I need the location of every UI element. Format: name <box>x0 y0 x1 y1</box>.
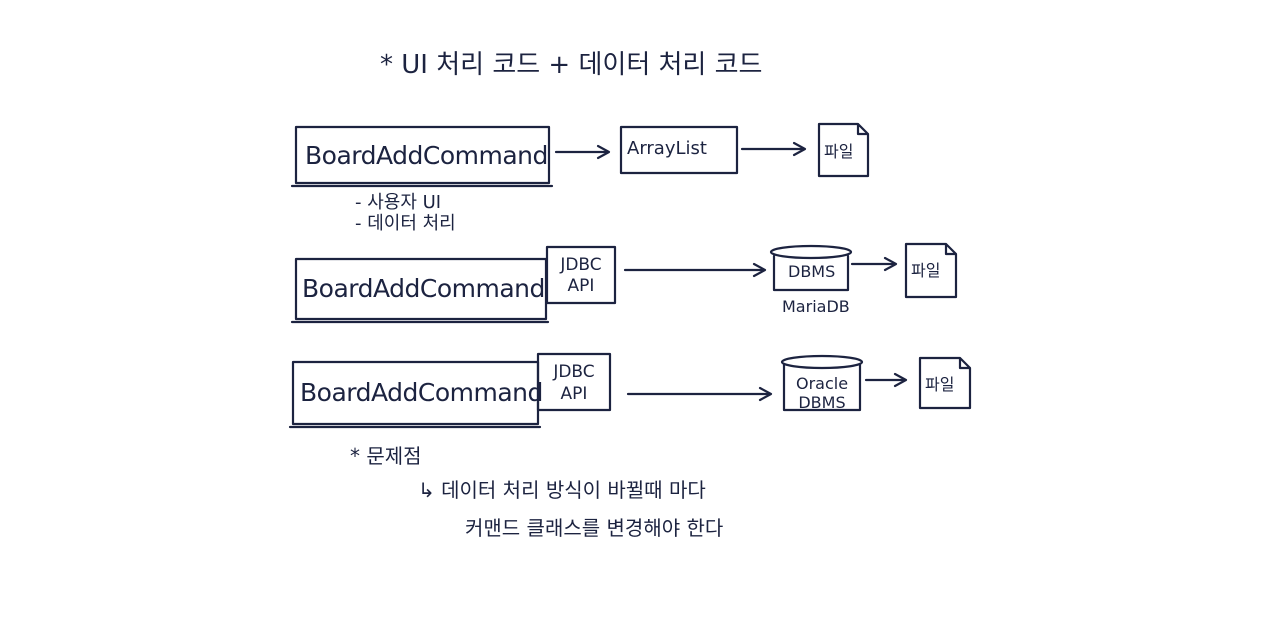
problem-heading: * 문제점 <box>350 444 422 468</box>
row3-arrowhead-1 <box>758 386 773 402</box>
row1-command-label: BoardAddCommand <box>305 141 548 170</box>
row1-arraylist-label: ArrayList <box>627 138 707 159</box>
row3-api-box <box>536 352 612 412</box>
row2-db-top <box>769 244 853 260</box>
problem-line-2: 커맨드 클래스를 변경해야 한다 <box>465 516 724 540</box>
row3-api-line2: API <box>560 384 588 404</box>
row1-arraylist-box <box>619 125 739 175</box>
row3-arrowhead-2 <box>893 372 908 388</box>
row3-file-icon <box>918 356 972 410</box>
row3-command-label: BoardAddCommand <box>300 378 543 407</box>
row3-db-body <box>782 362 862 412</box>
row2-api-box <box>545 245 617 305</box>
row2-command-label: BoardAddCommand <box>302 274 545 303</box>
row1-note-1: - 사용자 UI <box>355 192 442 213</box>
row3-db-top <box>780 354 864 370</box>
row3-api-line1: JDBC <box>553 362 595 382</box>
problem-line-1: ↳ 데이터 처리 방식이 바뀔때 마다 <box>418 478 706 502</box>
row2-arrowhead-2 <box>883 256 898 272</box>
row2-api-line2: API <box>567 276 595 296</box>
row1-note-2: - 데이터 처리 <box>355 213 456 234</box>
row3-db-line2: DBMS <box>798 393 846 412</box>
row2-db-body <box>772 254 850 292</box>
row1-arrowhead-2 <box>792 141 807 157</box>
row2-db-caption: MariaDB <box>782 297 850 316</box>
row2-arrowhead-1 <box>752 262 767 278</box>
row2-api-line1: JDBC <box>560 255 602 275</box>
row2-db-label: DBMS <box>788 262 836 281</box>
row2-file-icon <box>904 242 958 299</box>
page-title: * UI 처리 코드 + 데이터 처리 코드 <box>380 50 763 80</box>
row3-db-line1: Oracle <box>795 374 849 393</box>
row3-file-label: 파일 <box>925 375 955 394</box>
row1-arrowhead-1 <box>596 144 611 160</box>
row1-file-label: 파일 <box>824 142 854 161</box>
row2-file-label: 파일 <box>911 261 941 280</box>
row1-command-box <box>294 125 551 185</box>
row1-file-icon <box>817 122 870 178</box>
